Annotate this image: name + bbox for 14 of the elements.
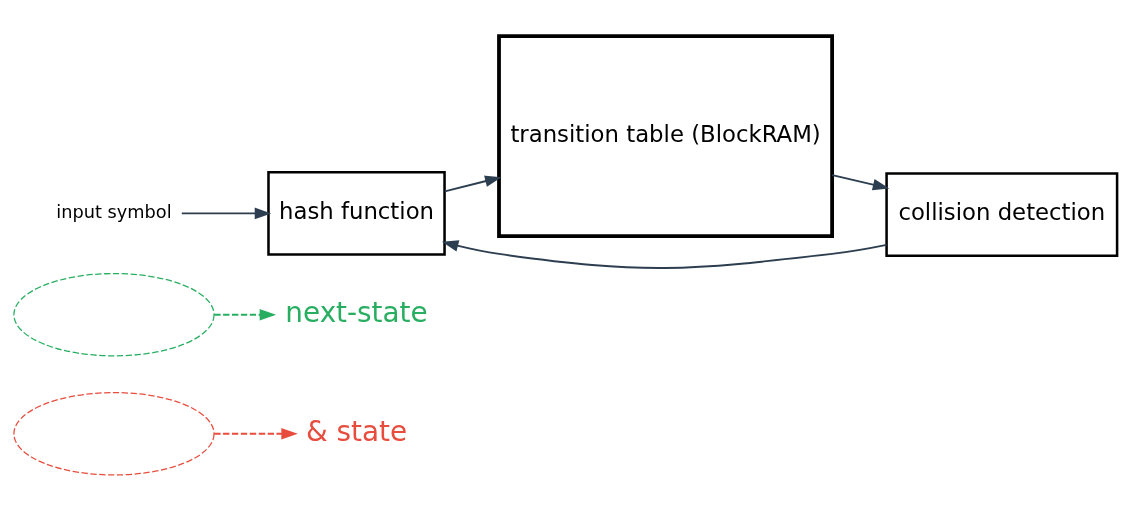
node-text: next-state <box>285 295 428 329</box>
node-box: collision detection <box>885 172 1119 258</box>
arrow <box>213 308 277 321</box>
node-box: hash function <box>267 170 446 256</box>
node-text: & state <box>305 414 408 448</box>
node-ellipse <box>13 272 215 357</box>
node-box: transition table (BlockRAM) <box>497 34 834 239</box>
arrow <box>180 207 272 220</box>
node-text: input symbol <box>56 202 172 223</box>
arrow <box>441 240 888 269</box>
arrow <box>213 428 298 440</box>
arrow <box>831 174 890 191</box>
node-ellipse <box>13 391 215 476</box>
arrow <box>443 175 502 193</box>
